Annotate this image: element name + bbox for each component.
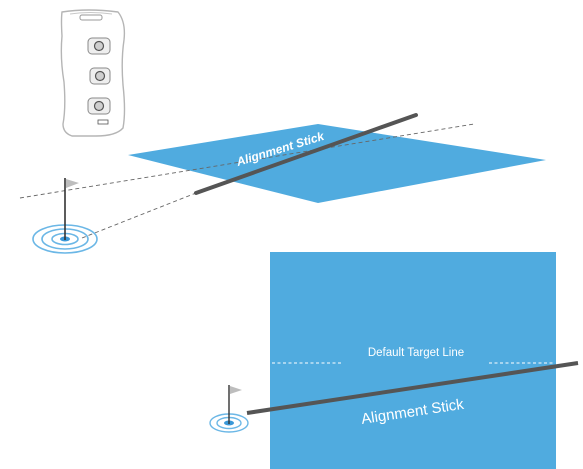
alignment-stick-top — [194, 113, 418, 195]
flag-icon — [64, 178, 79, 240]
launch-monitor-device-icon — [60, 9, 126, 137]
hitting-mat-bottom — [270, 252, 556, 469]
default-target-line-label: Default Target Line — [368, 347, 464, 359]
alignment-stick-bottom — [246, 361, 579, 415]
flag-icon — [228, 385, 242, 424]
hitting-mat-top — [128, 124, 546, 203]
stick-projection-dashed-top — [81, 192, 197, 239]
